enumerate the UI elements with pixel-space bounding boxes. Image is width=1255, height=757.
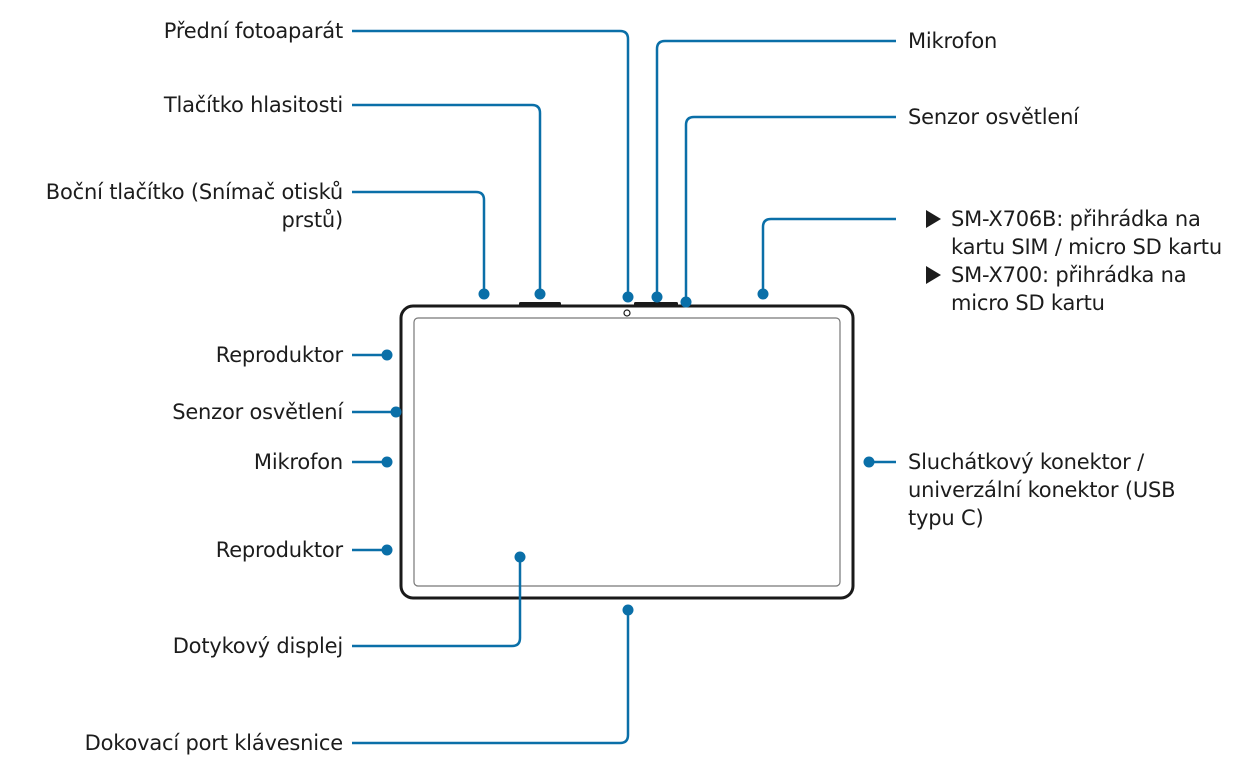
- label-touchscreen: Dotykový displej: [172, 634, 343, 658]
- callout-front-camera: [352, 29, 630, 297]
- label-speaker-bottom: Reproduktor: [215, 538, 343, 562]
- label-light-sensor-left: Senzor osvětlení: [172, 400, 343, 424]
- bullet-triangle-icon: [926, 266, 941, 284]
- label-side-button: Boční tlačítko (Snímač otisků prstů): [46, 178, 343, 234]
- label-keyboard-dock: Dokovací port klávesnice: [84, 731, 344, 755]
- tray-x700-line2: micro SD kartu: [951, 291, 1105, 315]
- dot-light-sensor-left: [390, 406, 402, 418]
- tray-item-x700: SM-X700: přihrádka na: [926, 261, 1222, 289]
- label-microphone-top: Mikrofon: [908, 29, 998, 53]
- tray-x706b-line2: kartu SIM / micro SD kartu: [951, 235, 1222, 259]
- dot-connector: [863, 456, 875, 468]
- tray-item-x706b: SM-X706B: přihrádka na: [926, 205, 1222, 233]
- dot-speaker-bottom: [381, 544, 393, 556]
- callout-keyboard-dock: [352, 610, 630, 745]
- connector-line1: Sluchátkový konektor /: [908, 450, 1144, 474]
- tablet-display: [413, 317, 841, 587]
- label-microphone-left: Mikrofon: [253, 450, 343, 474]
- front-camera-lens: [623, 309, 631, 317]
- label-light-sensor-top: Senzor osvětlení: [908, 105, 1079, 129]
- callout-microphone-top: [655, 39, 896, 297]
- dot-volume-button: [534, 288, 546, 300]
- label-side-button-line1: Boční tlačítko (Snímač otisků: [45, 180, 343, 204]
- connector-line2: univerzální konektor (USB: [908, 478, 1176, 502]
- dot-touchscreen: [514, 551, 526, 563]
- bullet-triangle-icon: [926, 210, 941, 228]
- dot-speaker-top: [381, 349, 393, 361]
- callout-volume-button: [352, 103, 542, 294]
- label-side-button-line2: prstů): [281, 208, 344, 232]
- callout-card-tray: [761, 217, 896, 294]
- label-speaker-top: Reproduktor: [215, 343, 343, 367]
- label-card-tray: SM-X706B: přihrádka na kartu SIM / micro…: [926, 205, 1222, 317]
- dot-microphone-left: [381, 456, 393, 468]
- volume-button-shape: [519, 302, 561, 307]
- label-connector: Sluchátkový konektor / univerzální konek…: [908, 448, 1176, 532]
- callout-touchscreen: [352, 557, 522, 648]
- top-edge-segment: [634, 302, 678, 307]
- connector-line3: typu C): [908, 506, 984, 530]
- dot-light-sensor-top: [680, 296, 692, 308]
- dot-microphone-top: [651, 291, 663, 303]
- tray-x700-line1: SM-X700: přihrádka na: [951, 263, 1187, 287]
- tray-x706b-line1: SM-X706B: přihrádka na: [951, 207, 1201, 231]
- tablet-outer-frame: [399, 304, 855, 600]
- label-volume-button: Tlačítko hlasitosti: [163, 93, 343, 117]
- callout-light-sensor-top: [684, 115, 896, 302]
- label-front-camera: Přední fotoaparát: [163, 19, 343, 43]
- dot-keyboard-dock: [622, 604, 634, 616]
- dot-side-button: [478, 288, 490, 300]
- dot-front-camera: [622, 291, 634, 303]
- dot-card-tray: [757, 288, 769, 300]
- callout-side-button: [352, 190, 486, 294]
